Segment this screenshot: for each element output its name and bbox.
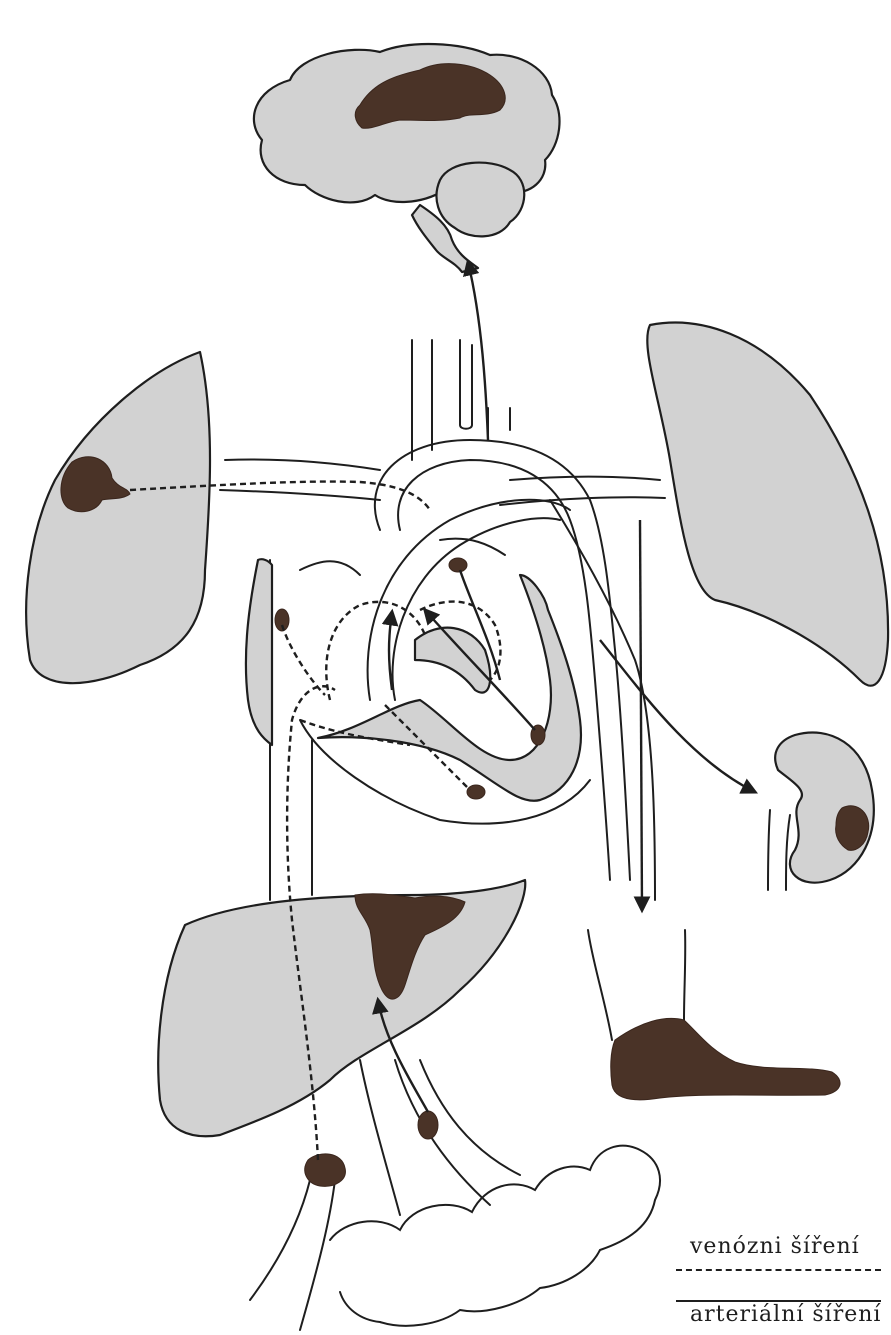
ureter-right-line — [786, 815, 790, 890]
pulmonary-right-2 — [500, 497, 665, 505]
bowel-vessel-2 — [300, 1180, 335, 1330]
embolus-4 — [467, 785, 485, 799]
arterial-embolus3 — [425, 610, 535, 730]
liver — [158, 880, 525, 1136]
heart-septum — [415, 628, 490, 693]
lung-left-shape — [26, 352, 210, 683]
intestines — [250, 1060, 660, 1330]
heart-valve-1 — [300, 561, 360, 575]
cerebellum — [436, 163, 524, 237]
portal-tumor — [418, 1111, 438, 1139]
embolus-2 — [449, 558, 467, 572]
aortic-arch-outer — [375, 440, 630, 880]
heart — [246, 539, 590, 824]
bowel-vessel-1 — [250, 1180, 310, 1300]
lung-right-side — [647, 323, 888, 686]
pulmonary-artery-left — [225, 459, 380, 470]
kidney-metastasis — [836, 806, 869, 851]
brain — [254, 44, 560, 272]
bowel-vessel-5 — [360, 1060, 400, 1215]
pulmonary-right-1 — [510, 477, 660, 480]
leg — [588, 930, 840, 1100]
venous-right-atrium — [282, 625, 325, 695]
pulmonary-artery-left-2 — [220, 490, 380, 500]
heart-right-atrium — [246, 559, 272, 745]
bowel-vessel-3 — [395, 1060, 490, 1205]
ureter-left-line — [768, 810, 770, 890]
bowel-outline — [330, 1146, 660, 1326]
lung-right-shape — [647, 323, 888, 686]
legend-venous-line — [676, 1269, 881, 1271]
leg-line-right — [684, 930, 685, 1020]
arterial-to-leg — [640, 520, 642, 910]
leg-line-left — [588, 930, 612, 1040]
legend-arterial-label: arteriální šíření — [690, 1302, 881, 1327]
carotid-inner-a — [460, 340, 472, 429]
heart-ventricle-wall — [318, 575, 581, 801]
arterial-heart-up — [389, 612, 392, 690]
legend-venous-label: venózni šíření — [690, 1234, 860, 1259]
bowel-metastasis — [305, 1154, 346, 1186]
liver-shape — [158, 880, 525, 1136]
foot-metastasis — [611, 1018, 840, 1099]
kidney — [768, 732, 874, 890]
lung-left-side — [26, 352, 210, 683]
